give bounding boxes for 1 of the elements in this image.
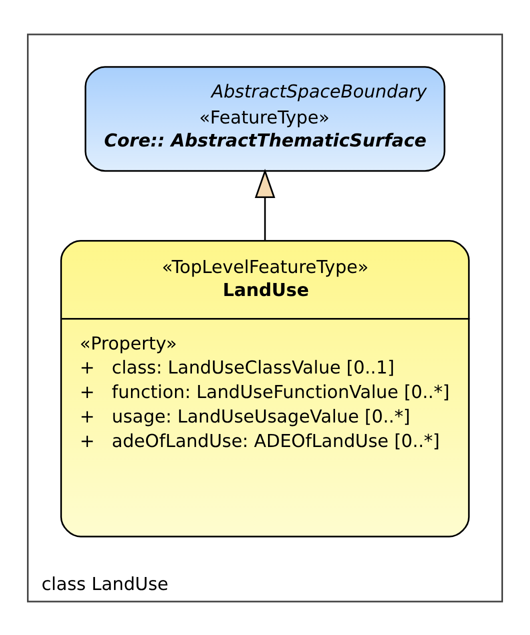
arrow	[254, 168, 276, 240]
